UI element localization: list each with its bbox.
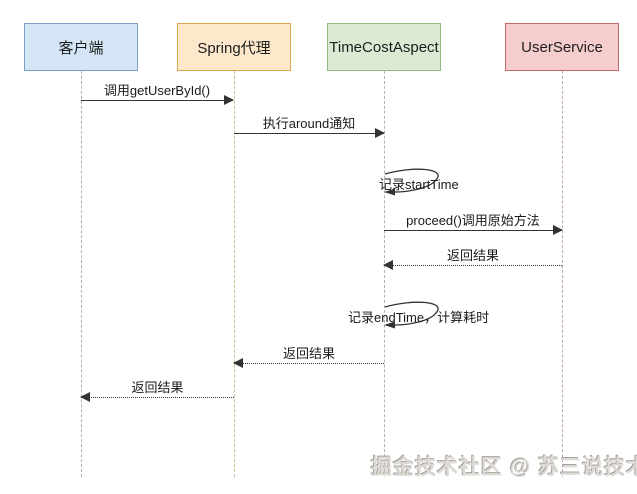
- self-message-label: 记录startTime: [379, 177, 459, 192]
- message-return-result-to-proxy: 返回结果: [233, 346, 384, 368]
- message-label: 返回结果: [446, 248, 499, 263]
- actor-label-timecostaspect: TimeCostAspect: [329, 38, 439, 56]
- message-label: 返回结果: [282, 346, 335, 361]
- arrowhead-left-icon: [233, 358, 243, 368]
- message-label: 执行around通知: [262, 116, 356, 131]
- lifeline-userservice: [562, 71, 563, 477]
- self-message-record-starttime: [381, 166, 455, 200]
- lifeline-spring-proxy: [234, 71, 235, 477]
- message-proceed-original-method: proceed()调用原始方法: [384, 213, 563, 235]
- actor-label-spring-proxy: Spring代理: [197, 39, 271, 57]
- message-call-getuserbyid: 调用getUserById(): [81, 83, 234, 105]
- message-return-result-to-client: 返回结果: [80, 380, 234, 402]
- self-loop-arrow-icon: [384, 168, 439, 196]
- message-label: proceed()调用原始方法: [406, 213, 540, 228]
- actor-box-spring-proxy: Spring代理: [177, 23, 291, 71]
- actor-label-userservice: UserService: [521, 38, 603, 56]
- message-return-result-to-aspect: 返回结果: [383, 248, 562, 270]
- actor-box-userservice: UserService: [505, 23, 619, 71]
- arrowhead-left-icon: [80, 392, 90, 402]
- actor-box-client: 客户端: [24, 23, 138, 71]
- message-line: [81, 95, 234, 105]
- lifeline-client: [81, 71, 82, 477]
- self-message-record-endtime: [381, 299, 455, 333]
- arrowhead-left-icon: [383, 260, 393, 270]
- actor-label-client: 客户端: [58, 39, 104, 57]
- lifeline-timecostaspect: [384, 71, 385, 477]
- self-message-label: 记录endTime，计算耗时: [348, 310, 490, 325]
- message-line: [80, 392, 234, 402]
- message-line: [384, 225, 563, 235]
- message-line: [383, 260, 562, 270]
- message-line: [233, 358, 384, 368]
- message-execute-around-advice: 执行around通知: [234, 116, 385, 138]
- actor-box-timecostaspect: TimeCostAspect: [327, 23, 441, 71]
- message-label: 返回结果: [131, 380, 184, 395]
- arrowhead-right-icon: [375, 128, 385, 138]
- arrowhead-right-icon: [553, 225, 563, 235]
- self-loop-arrow-icon: [384, 301, 439, 329]
- message-line: [234, 128, 385, 138]
- watermark: 掘金技术社区 @ 苏三说技术: [371, 456, 637, 479]
- message-label: 调用getUserById(): [103, 83, 211, 98]
- arrowhead-right-icon: [224, 95, 234, 105]
